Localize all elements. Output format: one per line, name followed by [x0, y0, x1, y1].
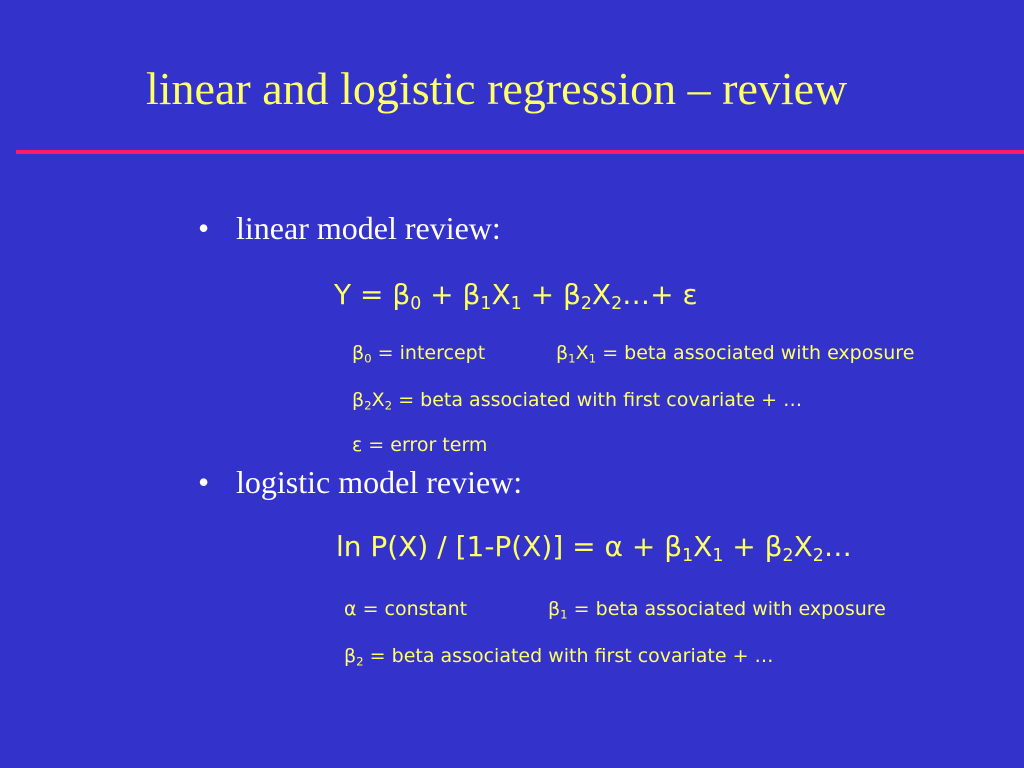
- formula-subscript: 1: [480, 293, 492, 314]
- formula-part: + β: [521, 278, 581, 311]
- linear-def-exposure: β1X1 = beta associated with exposure: [556, 342, 914, 364]
- bullet-label: logistic model review:: [236, 464, 523, 500]
- formula-subscript: 2: [812, 545, 824, 566]
- bullet-logistic-model: • logistic model review:: [198, 464, 522, 501]
- linear-def-intercept: β0 = intercept: [352, 342, 485, 364]
- formula-subscript: 1: [510, 293, 522, 314]
- bullet-label: linear model review:: [236, 210, 501, 246]
- logistic-formula: ln P(X) / [1-P(X)] = α + β1X1 + β2X2…: [336, 530, 852, 566]
- def-subscript: 2: [356, 654, 364, 669]
- def-symbol: β: [352, 389, 365, 411]
- bullet-linear-model: • linear model review:: [198, 210, 501, 247]
- formula-subscript: 2: [611, 293, 623, 314]
- def-subscript: 1: [588, 351, 597, 366]
- formula-subscript: 2: [580, 293, 592, 314]
- formula-part: + β: [723, 530, 783, 563]
- def-symbol: β: [556, 342, 569, 364]
- logistic-def-exposure: β1 = beta associated with exposure: [548, 598, 886, 620]
- def-subscript: 2: [384, 398, 393, 413]
- def-symbol: β: [548, 598, 561, 620]
- def-text: = beta associated with exposure: [596, 342, 915, 364]
- slide-title: linear and logistic regression – review: [146, 63, 848, 114]
- formula-subscript: 1: [712, 545, 724, 566]
- formula-part: X: [491, 278, 511, 311]
- def-subscript: 1: [568, 351, 576, 366]
- bullet-marker: •: [198, 210, 210, 246]
- def-text: = beta associated with first covariate +…: [392, 389, 803, 411]
- def-subscript: 0: [364, 351, 372, 366]
- def-subscript: 1: [560, 607, 568, 622]
- formula-part: X: [591, 278, 612, 311]
- linear-formula: Y = β0 + β1X1 + β2X2…+ ε: [334, 278, 698, 314]
- def-symbol: X: [371, 389, 385, 411]
- linear-def-covariate: β2X2 = beta associated with first covari…: [352, 389, 802, 411]
- formula-part: X: [693, 530, 713, 563]
- logistic-def-constant: α = constant: [344, 598, 468, 620]
- def-text: = intercept: [371, 342, 486, 364]
- title-divider: [16, 150, 1024, 154]
- linear-def-error: ε = error term: [352, 434, 488, 456]
- def-text: = beta associated with exposure: [567, 598, 886, 620]
- formula-part: …: [823, 530, 852, 563]
- def-symbol: X: [575, 342, 589, 364]
- formula-part: ln P(X) / [1-P(X)] = α + β: [336, 530, 683, 563]
- formula-subscript: 1: [682, 545, 694, 566]
- def-symbol: β: [344, 645, 357, 667]
- def-symbol: β: [352, 342, 365, 364]
- formula-part: + β: [421, 278, 481, 311]
- formula-subscript: 0: [410, 293, 422, 314]
- formula-part: Y = β: [334, 278, 411, 311]
- bullet-marker: •: [198, 464, 210, 500]
- formula-subscript: 2: [782, 545, 794, 566]
- def-text: = beta associated with first covariate +…: [363, 645, 774, 667]
- def-subscript: 2: [364, 398, 372, 413]
- formula-part: X: [793, 530, 813, 563]
- formula-part: …+ ε: [622, 278, 698, 311]
- logistic-def-covariate: β2 = beta associated with first covariat…: [344, 645, 774, 667]
